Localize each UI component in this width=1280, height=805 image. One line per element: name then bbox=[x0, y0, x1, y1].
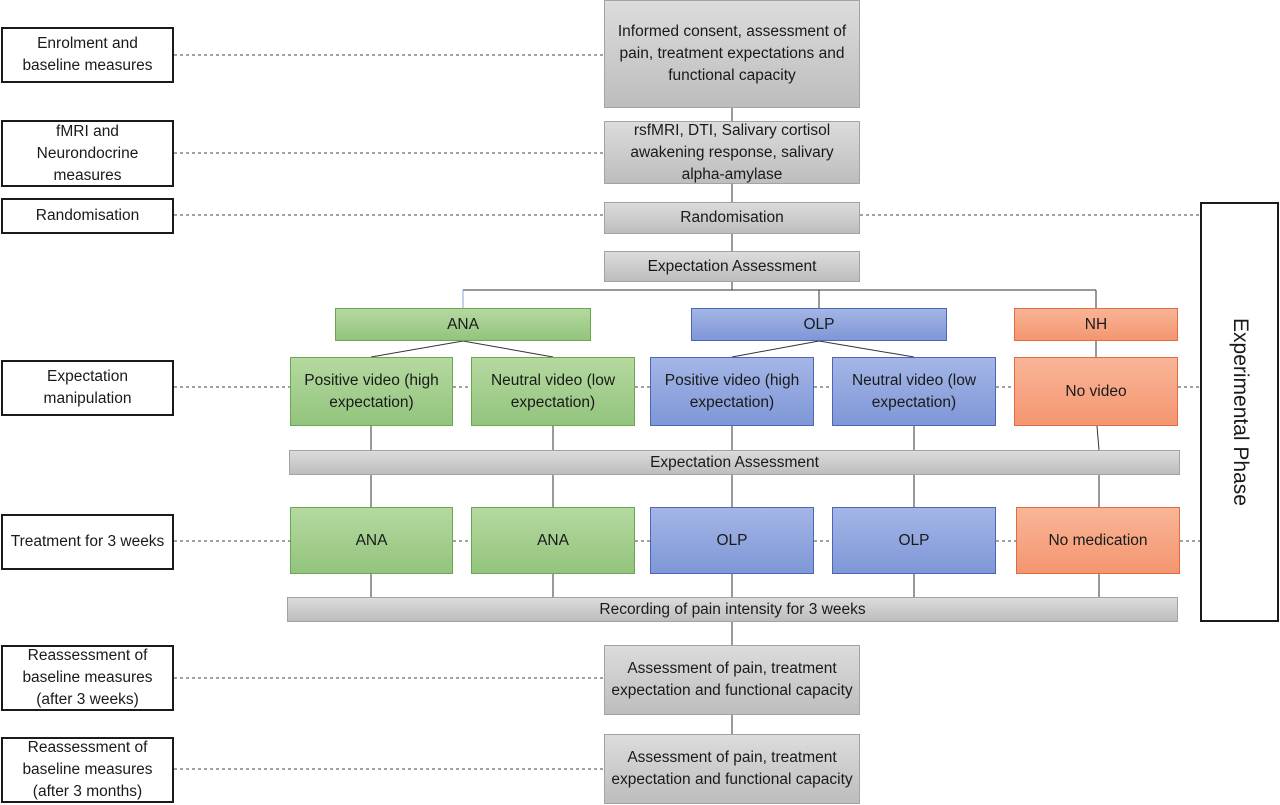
video-olp-neutral: Neutral video (low expectation) bbox=[832, 357, 996, 426]
stage-label-reassessment-3-weeks: Reassessment of baseline measures (after… bbox=[1, 645, 174, 711]
video-nh-none: No video bbox=[1014, 357, 1178, 426]
treatment-olp-1: OLP bbox=[650, 507, 814, 574]
stage-label-randomisation: Randomisation bbox=[1, 198, 174, 234]
video-olp-positive: Positive video (high expectation) bbox=[650, 357, 814, 426]
stage-label-expectation-manipulation: Expectation manipulation bbox=[1, 360, 174, 416]
stage-label-fmri: fMRI and Neurondocrine measures bbox=[1, 120, 174, 187]
consent-box: Informed consent, assessment of pain, tr… bbox=[604, 0, 860, 108]
experimental-phase-label: Experimental Phase bbox=[1228, 318, 1252, 506]
video-ana-neutral: Neutral video (low expectation) bbox=[471, 357, 635, 426]
stage-label-enrolment: Enrolment and baseline measures bbox=[1, 27, 174, 83]
group-nh: NH bbox=[1014, 308, 1178, 341]
recording-box: Recording of pain intensity for 3 weeks bbox=[287, 597, 1178, 622]
stage-label-reassessment-3-months: Reassessment of baseline measures (after… bbox=[1, 737, 174, 803]
treatment-ana-1: ANA bbox=[290, 507, 453, 574]
stage-label-treatment: Treatment for 3 weeks bbox=[1, 514, 174, 570]
experimental-phase-box: Experimental Phase bbox=[1200, 202, 1279, 622]
expectation-assessment-box-2: Expectation Assessment bbox=[289, 450, 1180, 475]
treatment-olp-2: OLP bbox=[832, 507, 996, 574]
treatment-ana-2: ANA bbox=[471, 507, 635, 574]
video-ana-positive: Positive video (high expectation) bbox=[290, 357, 453, 426]
treatment-nh: No medication bbox=[1016, 507, 1180, 574]
randomisation-box: Randomisation bbox=[604, 202, 860, 234]
group-ana: ANA bbox=[335, 308, 591, 341]
reassessment-3-weeks-box: Assessment of pain, treatment expectatio… bbox=[604, 645, 860, 715]
group-olp: OLP bbox=[691, 308, 947, 341]
reassessment-3-months-box: Assessment of pain, treatment expectatio… bbox=[604, 734, 860, 804]
fmri-box: rsfMRI, DTI, Salivary cortisol awakening… bbox=[604, 121, 860, 184]
expectation-assessment-box-1: Expectation Assessment bbox=[604, 251, 860, 282]
